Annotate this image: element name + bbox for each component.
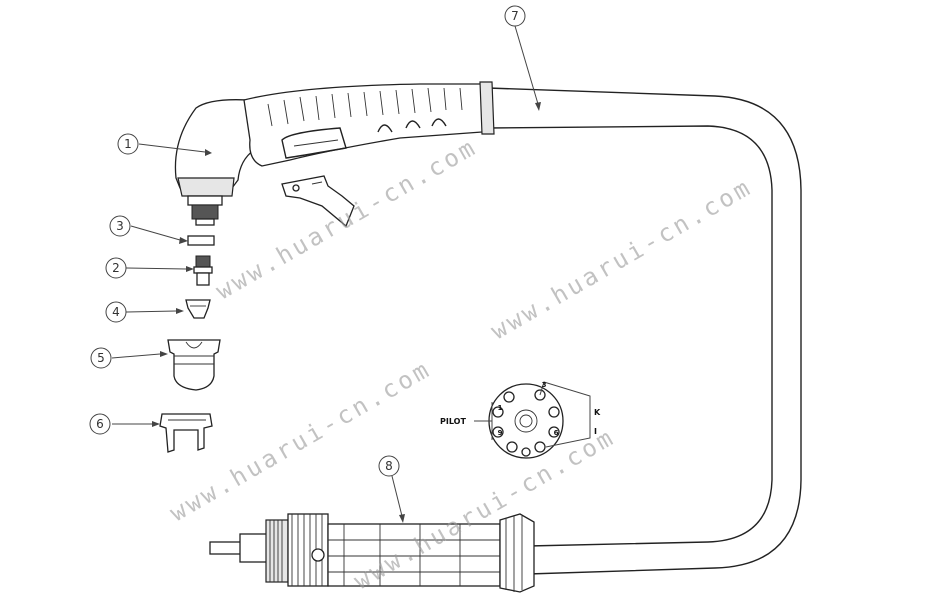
svg-text:7: 7 [511, 9, 519, 23]
watermark-1: www.huarui-cn.com [211, 133, 482, 306]
svg-text:3: 3 [116, 219, 124, 233]
callout-6: 6 [89, 413, 111, 435]
wire-label-i: I [594, 427, 597, 436]
svg-text:1: 1 [124, 137, 132, 151]
power-connector [209, 513, 535, 593]
part-3-swirl-ring [187, 235, 215, 246]
callout-8: 8 [378, 455, 400, 477]
svg-text:4: 4 [112, 305, 120, 319]
callout-5: 5 [90, 347, 112, 369]
watermark-3: www.huarui-cn.com [486, 173, 757, 346]
torch-hose [487, 87, 802, 575]
pin-label-6: 6 [554, 429, 559, 437]
torch-head-and-handle [174, 81, 495, 226]
svg-text:8: 8 [385, 459, 393, 473]
callout-7: 7 [504, 5, 526, 27]
part-2-electrode [193, 255, 213, 286]
callout-4: 4 [105, 301, 127, 323]
svg-text:6: 6 [96, 417, 104, 431]
trigger-part [281, 175, 355, 228]
wire-label-k: K [594, 408, 601, 417]
pilot-label: PILOT [440, 417, 466, 426]
pin-label-3: 3 [542, 381, 547, 389]
svg-text:5: 5 [97, 351, 105, 365]
part-5-shield-cup [167, 339, 221, 391]
svg-text:2: 2 [112, 261, 120, 275]
part-4-nozzle [185, 299, 211, 319]
callout-3: 3 [109, 215, 131, 237]
watermarks: www.huarui-cn.com www.huarui-cn.com www.… [165, 133, 757, 596]
part-6-standoff-guide [159, 413, 213, 453]
pin-label-1: 1 [498, 404, 503, 412]
callout-leaders [111, 25, 541, 523]
pin-label-9: 9 [498, 429, 503, 437]
callout-1: 1 [117, 133, 139, 155]
connector-pinout: 1 3 9 6 PILOT K I [440, 381, 601, 459]
callout-2: 2 [105, 257, 127, 279]
